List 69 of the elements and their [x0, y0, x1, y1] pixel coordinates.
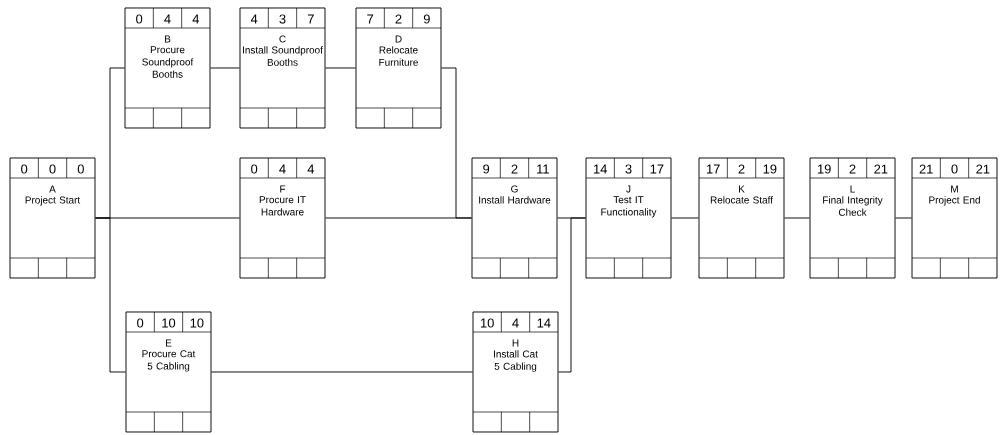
connector-line — [895, 217, 912, 219]
time-value: 10 — [162, 318, 176, 328]
time-value: 7 — [367, 14, 374, 24]
time-value: 21 — [919, 164, 933, 174]
connector-line — [211, 371, 473, 373]
activity-letter: H — [512, 339, 519, 347]
activity-name: Install Soundproof Booths — [243, 46, 323, 66]
connector-line — [784, 217, 810, 219]
activity-letter: C — [279, 35, 286, 43]
time-value: 14 — [594, 164, 607, 174]
activity-letter: F — [280, 185, 286, 193]
time-value: 2 — [395, 14, 402, 24]
activity-name: Install Cat 5 Cabling — [494, 350, 538, 372]
activity-name: Relocate Staff — [710, 196, 773, 204]
time-value: 2 — [738, 164, 745, 174]
time-value: 17 — [707, 164, 720, 174]
time-value: 0 — [136, 14, 143, 24]
activity-letter: M — [951, 185, 958, 193]
time-value: 9 — [483, 164, 490, 174]
activity-letter: E — [166, 339, 172, 347]
activity-letter: A — [49, 185, 56, 193]
activity-letter: J — [626, 185, 631, 193]
activity-letter: D — [395, 35, 402, 43]
activity-letter: B — [165, 35, 171, 43]
activity-name: Final Integrity Check — [823, 196, 883, 216]
time-value: 21 — [976, 164, 990, 174]
connector-line — [325, 217, 472, 219]
time-value: 0 — [49, 164, 56, 174]
time-value: 4 — [512, 318, 519, 328]
activity-letter: K — [739, 185, 745, 193]
time-value: 19 — [818, 164, 831, 174]
activity-letter: G — [511, 185, 518, 193]
connector-line — [558, 217, 586, 373]
time-value: 3 — [625, 164, 632, 174]
activity-name: Install Hardware — [479, 196, 551, 204]
activity-name: Procure Soundproof Booths — [142, 46, 194, 78]
time-value: 4 — [279, 164, 286, 174]
activity-name: Relocate Furniture — [379, 46, 418, 66]
time-value: 2 — [511, 164, 518, 174]
time-value: 3 — [279, 14, 286, 24]
time-value: 21 — [874, 164, 888, 174]
time-value: 0 — [951, 164, 958, 174]
activity-name: Procure Cat 5 Cabling — [142, 350, 196, 372]
connector-line — [325, 67, 356, 69]
activity-letter: L — [850, 185, 855, 193]
time-value: 14 — [537, 318, 551, 328]
time-value: 10 — [481, 318, 494, 328]
time-value: 7 — [307, 14, 314, 24]
activity-name: Project End — [929, 196, 980, 206]
time-value: 4 — [164, 14, 171, 24]
time-value: 19 — [763, 164, 777, 174]
time-value: 2 — [849, 164, 856, 174]
time-value: 11 — [537, 164, 549, 174]
time-value: 4 — [250, 14, 258, 24]
activity-name: Procure IT Hardware — [259, 196, 306, 216]
activity-name: Project Start — [25, 196, 81, 206]
time-value: 0 — [21, 164, 28, 174]
time-value: 10 — [190, 318, 204, 328]
connector-line — [95, 217, 126, 373]
connector-line — [671, 217, 699, 219]
connector-line — [210, 67, 240, 69]
time-value: 0 — [137, 318, 144, 328]
time-value: 4 — [192, 14, 200, 24]
time-value: 17 — [650, 164, 664, 174]
time-value: 4 — [307, 164, 315, 174]
time-value: 9 — [423, 14, 430, 24]
time-value: 0 — [251, 164, 258, 174]
time-value: 0 — [77, 164, 84, 174]
activity-name: Test IT Functionality — [601, 196, 657, 218]
